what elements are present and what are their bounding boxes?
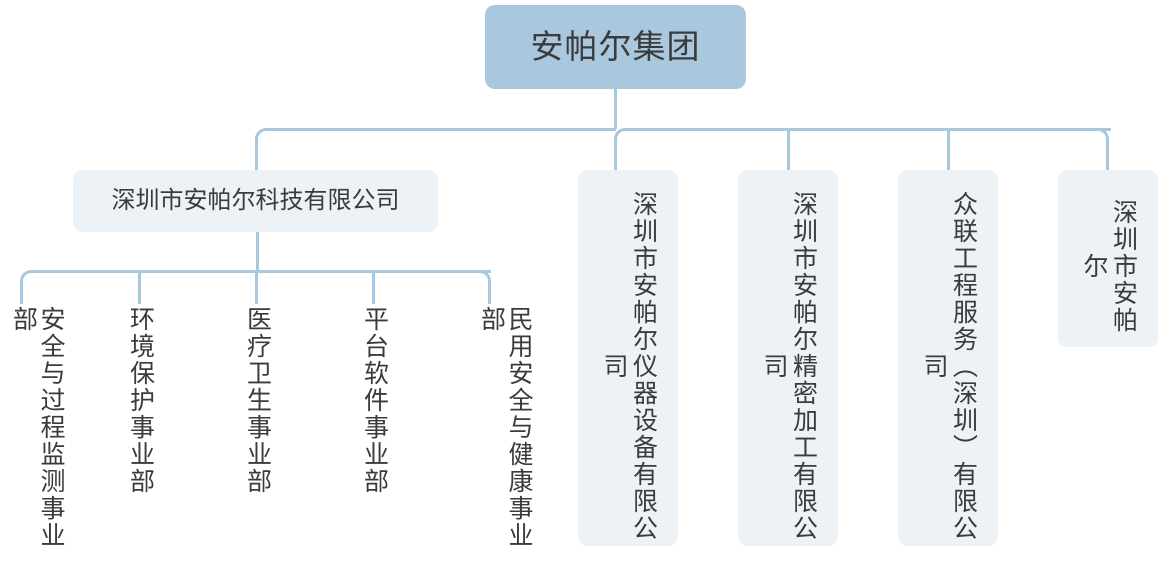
connector-elbow-dept-left — [20, 270, 42, 304]
connector-drop-node4 — [947, 128, 950, 172]
org-leaf-medical-health[interactable]: 医疗卫生事业部 — [243, 306, 272, 495]
connector-elbow-node2 — [614, 128, 636, 172]
org-node-zhonglian-engineering[interactable]: 众联工程服务（深圳）有限公司 — [898, 170, 998, 546]
org-leaf-platform-software[interactable]: 平台软件事业部 — [360, 306, 389, 495]
org-leaf-environmental-protection[interactable]: 环境保护事业部 — [126, 306, 155, 495]
org-node-anpaer-precision-machining[interactable]: 深圳市安帕尔精密加工有限公司 — [738, 170, 838, 546]
connector-drop-dept2 — [138, 270, 141, 304]
org-node-root[interactable]: 安帕尔集团 — [485, 5, 746, 89]
org-node-shenzhen-anpaer[interactable]: 深圳市安帕尔 — [1058, 170, 1158, 347]
connector-elbow-dept-right — [469, 270, 491, 304]
connector-elbow-left — [255, 128, 277, 172]
connector-bus-level2-left — [275, 128, 616, 131]
connector-root-stem — [614, 89, 617, 129]
connector-elbow-right — [1087, 128, 1109, 172]
org-leaf-civil-safety-health[interactable]: 民用安全与健康事业部 — [477, 306, 534, 549]
connector-dept-stem — [256, 232, 259, 273]
connector-drop-dept4 — [372, 270, 375, 304]
connector-bus-level2-right — [633, 128, 1111, 131]
connector-drop-node3 — [787, 128, 790, 172]
org-leaf-safety-process-monitoring[interactable]: 安全与过程监测事业部 — [9, 306, 66, 549]
connector-bus-level3 — [40, 270, 491, 273]
org-node-anpaer-instruments[interactable]: 深圳市安帕尔仪器设备有限公司 — [578, 170, 678, 546]
org-node-shenzhen-anpaer-technology[interactable]: 深圳市安帕尔科技有限公司 — [73, 170, 438, 232]
connector-drop-dept3 — [255, 270, 258, 304]
